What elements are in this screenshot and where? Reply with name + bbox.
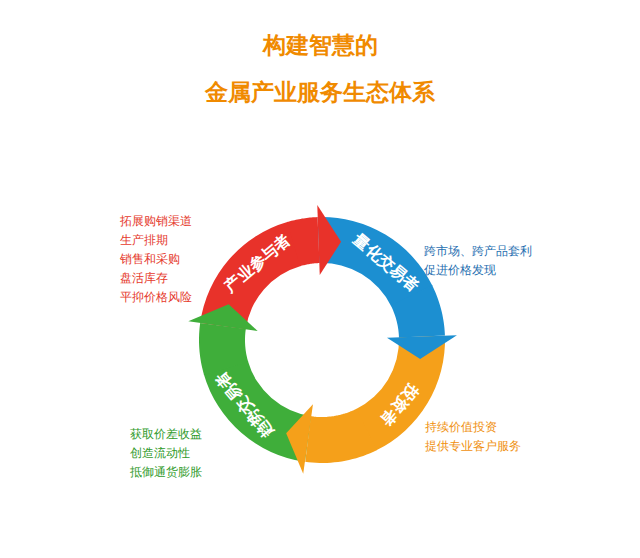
arrow-body xyxy=(308,429,367,440)
role-note: 平抑价格风险 xyxy=(120,289,192,306)
arrow-head xyxy=(387,335,457,359)
arrow-body xyxy=(411,295,421,336)
role-note: 提供专业客户服务 xyxy=(425,438,521,455)
role-note: 生产排期 xyxy=(120,232,168,249)
arrow-body xyxy=(294,240,319,244)
role-note: 跨市场、跨产品套利 xyxy=(424,243,532,260)
role-note: 盘活库存 xyxy=(120,270,168,287)
arrow-head xyxy=(286,404,313,473)
cycle-arrow xyxy=(286,404,366,473)
diagram-title: 构建智慧的 金属产业服务生态体系 xyxy=(190,22,450,116)
role-note: 销售和采购 xyxy=(120,251,180,268)
role-note: 拓展购销渠道 xyxy=(120,213,192,230)
role-note: 促进价格发现 xyxy=(424,262,496,279)
ring-segment xyxy=(318,217,433,306)
role-note: 抵御通货膨胀 xyxy=(130,464,202,481)
cycle-arrow xyxy=(387,295,457,359)
cycle-arrow xyxy=(188,304,257,368)
arrow-body xyxy=(222,326,226,368)
arrow-head xyxy=(188,304,257,331)
cycle-arrow xyxy=(294,205,341,275)
role-note: 创造流动性 xyxy=(130,445,190,462)
role-note: 获取价差收益 xyxy=(130,426,202,443)
arrow-head xyxy=(317,205,341,275)
role-note: 持续价值投资 xyxy=(425,419,497,436)
